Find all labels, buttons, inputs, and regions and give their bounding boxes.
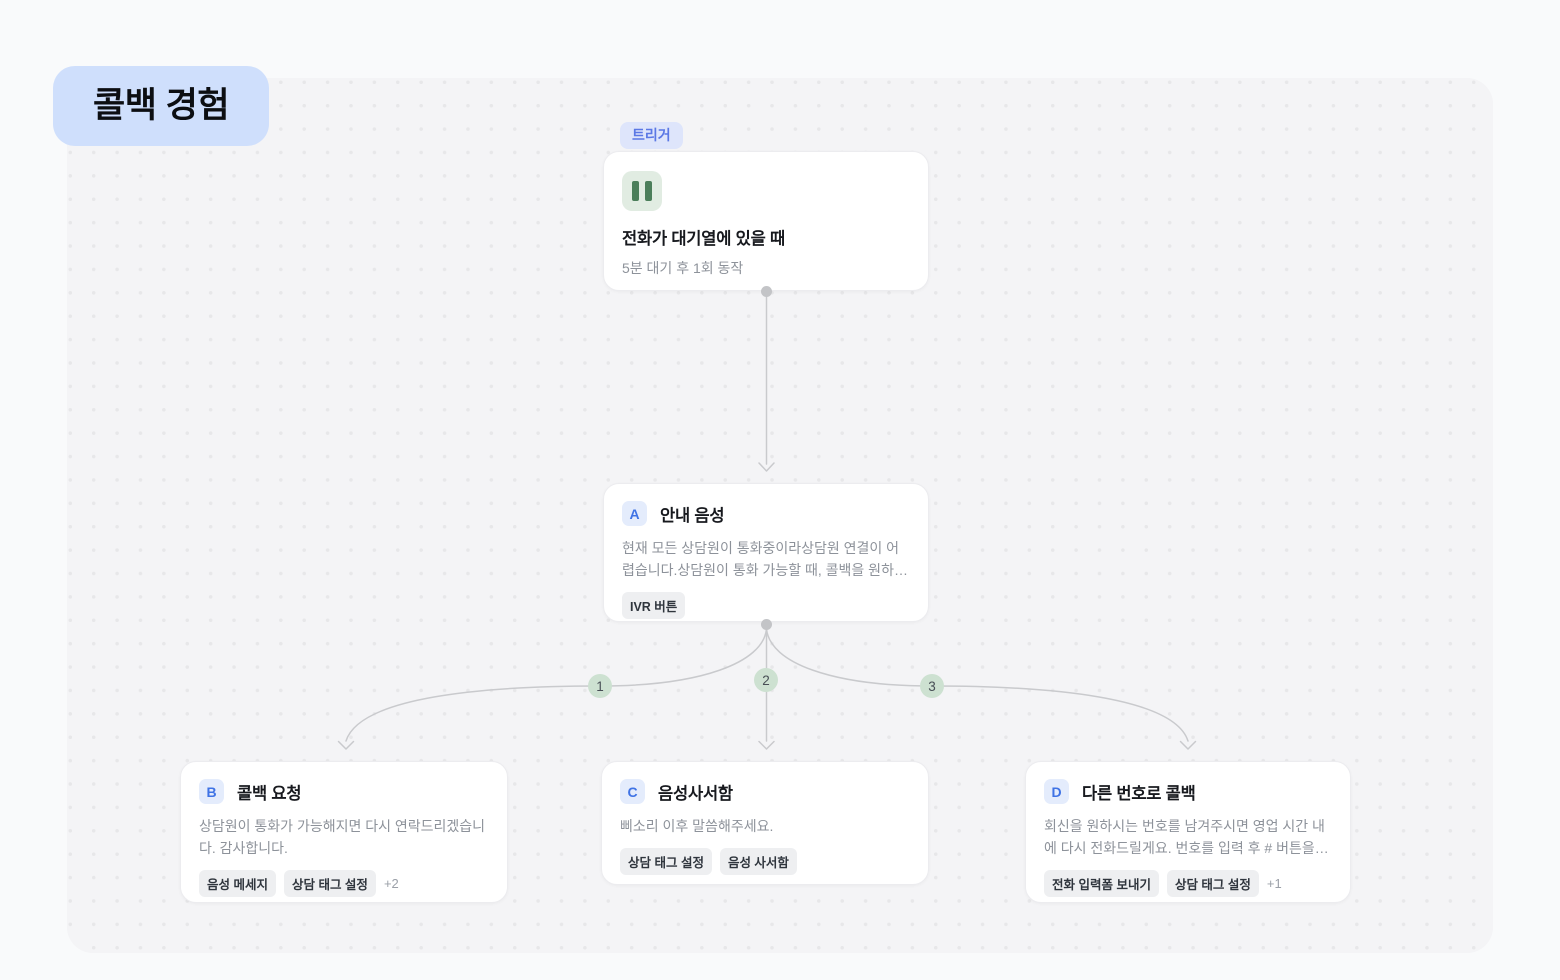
node-description-a: 현재 모든 상담원이 통화중이라상담원 연결이 어렵습니다.상담원이 통화 가능… [622,540,900,578]
trigger-output-port[interactable] [761,286,772,297]
node-tag: 상담 태그 설정 [283,870,376,897]
node-tag: IVR 버튼 [622,592,686,619]
node-card-c[interactable]: C 음성사서함 삐소리 이후 말씀해주세요. 상담 태그 설정 음성 사서함 [601,761,929,885]
branch-label-1: 1 [588,674,612,698]
node-card-b[interactable]: B 콜백 요청 상담원이 통화가 가능해지면 다시 연락드리겠습니다. 감사합니… [180,761,508,903]
node-description-c: 삐소리 이후 말씀해주세요. [620,818,774,834]
node-letter-badge-b: B [199,779,224,804]
node-description-d: 회신을 원하시는 번호를 남겨주시면 영업 시간 내에 다시 전화드릴게요. 번… [1044,818,1325,856]
more-tags-count: +1 [1266,876,1282,891]
node-tag: 음성 메세지 [199,870,276,897]
node-title-a: 안내 음성 [660,506,725,525]
node-tag: 상담 태그 설정 [620,848,712,875]
more-tags-count: +2 [383,876,399,891]
node-letter-badge-a: A [622,501,647,526]
branch-label-2: 2 [754,668,778,692]
trigger-node-card[interactable]: 전화가 대기열에 있을 때 5분 대기 후 1회 동작 [603,151,929,291]
node-tag: 음성 사서함 [719,848,797,875]
node-title-d: 다른 번호로 콜백 [1082,784,1196,803]
node-tag: 상담 태그 설정 [1166,870,1259,897]
node-card-a[interactable]: A 안내 음성 현재 모든 상담원이 통화중이라상담원 연결이 어렵습니다.상담… [603,483,929,622]
node-card-d[interactable]: D 다른 번호로 콜백 회신을 원하시는 번호를 남겨주시면 영업 시간 내에 … [1025,761,1351,903]
trigger-subtitle: 5분 대기 후 1회 동작 [622,260,744,276]
node-tag: 전화 입력폼 보내기 [1044,870,1159,897]
branch-label-3: 3 [920,674,944,698]
node-letter-badge-c: C [620,779,645,804]
trigger-badge: 트리거 [620,122,683,149]
pause-icon [622,171,662,211]
node-description-b: 상담원이 통화가 가능해지면 다시 연락드리겠습니다. 감사합니다. [199,818,486,856]
node-title-b: 콜백 요청 [237,784,302,803]
flow-title-label: 콜백 경험 [53,66,270,146]
trigger-title: 전화가 대기열에 있을 때 [622,230,785,248]
node-a-output-port[interactable] [761,619,772,630]
node-title-c: 음성사서함 [658,784,733,803]
node-letter-badge-d: D [1044,779,1069,804]
